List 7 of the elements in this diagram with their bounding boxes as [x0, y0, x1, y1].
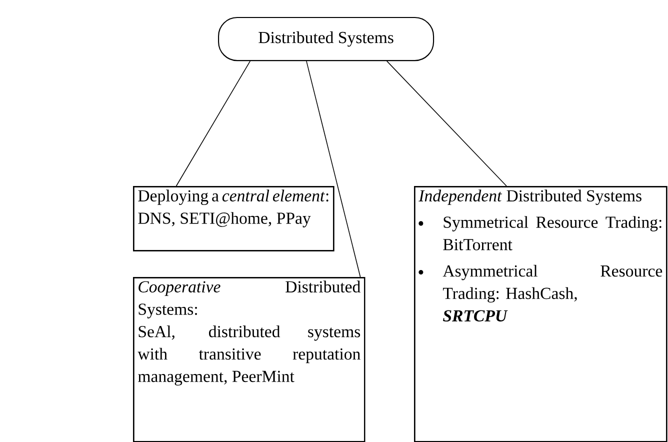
connector-line	[176, 60, 251, 186]
text-box: Deploying a central element: DNS, SETI@home, PPay	[133, 186, 334, 252]
connector-line	[306, 60, 361, 278]
text-box: Cooperative Distributed Systems: SeAl, distributed systems with transitive reputation management, PeerMint	[133, 277, 366, 442]
text-box: Independent Distributed Systems Symmetrical Resource Trading: BitTorrent Asymmetrical Resource Trading: HashCash, SRTCPU	[414, 186, 668, 442]
rounded-box: Distributed Systems	[218, 17, 434, 62]
connector-line	[386, 60, 507, 186]
